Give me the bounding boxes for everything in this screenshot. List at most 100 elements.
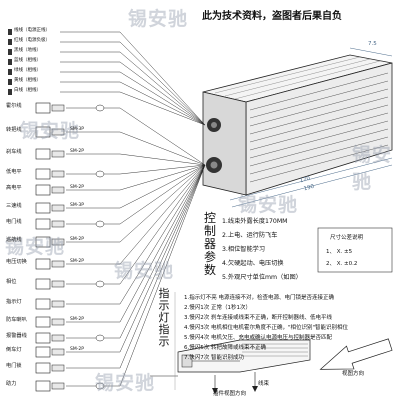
connector-plug — [35, 298, 51, 310]
connector-plug — [35, 278, 51, 290]
connector-body — [51, 280, 65, 288]
connector-code: SM-2P — [70, 317, 84, 322]
connector-plug — [35, 316, 51, 328]
connector-label: 霍尔线 — [6, 103, 22, 109]
power-wire — [60, 31, 206, 126]
signal-wire — [66, 164, 206, 339]
wire-terminal — [8, 69, 12, 75]
controller-param-item: 5.外观尺寸单位mm（如图） — [222, 274, 302, 281]
indicator-item: 2.慢闪1次 正常（1秒1次） — [184, 305, 251, 311]
indicator-item: 4.慢闪3次 电机相位电机霍尔角度不正确，"相位识别"智能识别相位 — [184, 325, 349, 331]
signal-wire — [66, 131, 206, 166]
connector-label: 三速线 — [6, 203, 22, 209]
signal-wire — [66, 153, 206, 166]
connector-body — [51, 300, 65, 308]
controller-body — [202, 47, 393, 208]
harness-label: 线束 — [258, 381, 270, 387]
connector-plug — [35, 236, 51, 248]
connector-label: 电压切换 — [6, 259, 27, 265]
tolerance-item: 1、 X. ±5 — [326, 249, 353, 255]
bottom-controller-view — [150, 338, 393, 394]
indicator-title: 指示灯指示 — [158, 287, 170, 348]
watermark: 锡安驰 — [238, 194, 299, 216]
connector-label: 倒车灯 — [6, 347, 22, 353]
wire-terminal — [8, 59, 12, 65]
connector-code: SM-2P — [70, 149, 84, 154]
connector-plug — [35, 218, 51, 230]
wire-label: 白线（相线） — [14, 88, 41, 93]
connector-body — [51, 382, 65, 390]
connector-plug — [35, 148, 51, 160]
controller-param-item: 2.上电、运行防飞车 — [222, 232, 278, 239]
wire-terminal — [8, 49, 12, 55]
wire-terminal — [8, 89, 12, 95]
connector-plug — [35, 346, 51, 358]
indicator-item: 5.慢闪4次 电机欠压、充电或确认电源电压与控制器是否匹配 — [184, 335, 332, 341]
connector-plug — [35, 380, 51, 392]
signal-wire — [66, 107, 206, 166]
controller-params-title: 控制器参数 — [203, 211, 216, 277]
plug-view-label: 插件视图方向 — [213, 391, 247, 397]
connector-plug — [35, 258, 51, 270]
signal-wire — [66, 164, 206, 387]
wire-terminal — [8, 79, 12, 85]
page-title: 此为技术资料，盗图者后果自负 — [202, 11, 342, 22]
indicator-item: 1.指示灯不亮 电源连接不对，检查电源、电门锁是否连接正确 — [184, 295, 334, 301]
connector-plug — [35, 202, 51, 214]
signal-wire — [66, 164, 206, 225]
watermark: 锡安驰 — [5, 236, 66, 258]
connector-code: SM-2P — [70, 347, 84, 352]
connector-plug — [35, 126, 51, 138]
connector-body — [51, 128, 65, 136]
wire-label: 线线（电源正线） — [14, 28, 50, 33]
power-wire — [60, 71, 206, 126]
wire-clip — [95, 170, 105, 178]
wire-terminal — [8, 29, 12, 35]
connector-body — [51, 104, 65, 112]
connector-body — [51, 150, 65, 158]
watermark: 锡安驰 — [352, 144, 393, 193]
connector-plug — [35, 102, 51, 114]
watermark: 锡安驰 — [95, 372, 156, 394]
connector-body — [51, 318, 65, 326]
wire-label: 黄线（相线） — [14, 78, 41, 83]
controller-param-item: 1.线束外露长度170MM — [222, 218, 288, 225]
connector-label: 防车喇叭 — [6, 317, 27, 323]
wire-clip — [95, 382, 105, 390]
signal-wire — [66, 164, 206, 305]
tolerance-box — [317, 227, 393, 273]
watermark: 锡安驰 — [20, 120, 81, 142]
wire-clip — [95, 104, 105, 112]
signal-wire — [66, 164, 206, 243]
connector-body — [51, 364, 65, 372]
connector-body — [51, 348, 65, 356]
power-wire — [60, 61, 206, 126]
signal-wire — [66, 164, 206, 191]
controller-param-item: 3.相位智能学习 — [222, 246, 266, 253]
connector-label: 指示灯 — [6, 299, 22, 305]
controller-param-item: 4.欠硬起动、电压切换 — [222, 260, 284, 267]
connector-body — [51, 220, 65, 228]
wire-clip — [95, 220, 105, 228]
wire-clip — [95, 280, 105, 288]
signal-wire — [66, 164, 206, 175]
connector-body — [51, 170, 65, 178]
connector-code: SM-2P — [70, 185, 84, 190]
connector-code: SM-3P — [70, 127, 84, 132]
wire-clip — [95, 334, 105, 342]
connector-plug — [35, 332, 51, 344]
connector-plug — [35, 184, 51, 196]
connector-body — [51, 260, 65, 268]
power-wire — [60, 91, 206, 126]
indicator-item: 6.慢闪5次 转把故障或线束不正确 — [184, 345, 266, 351]
signal-wire — [66, 164, 206, 353]
connector-label: 低电平 — [6, 169, 22, 175]
connector-body — [51, 204, 65, 212]
tolerance-item: 2、 X. ±0.2 — [326, 261, 358, 267]
signal-wire — [66, 164, 206, 285]
connector-body — [51, 238, 65, 246]
connector-label: 助力 — [6, 381, 17, 387]
connector-code: SM-3P — [70, 203, 84, 208]
